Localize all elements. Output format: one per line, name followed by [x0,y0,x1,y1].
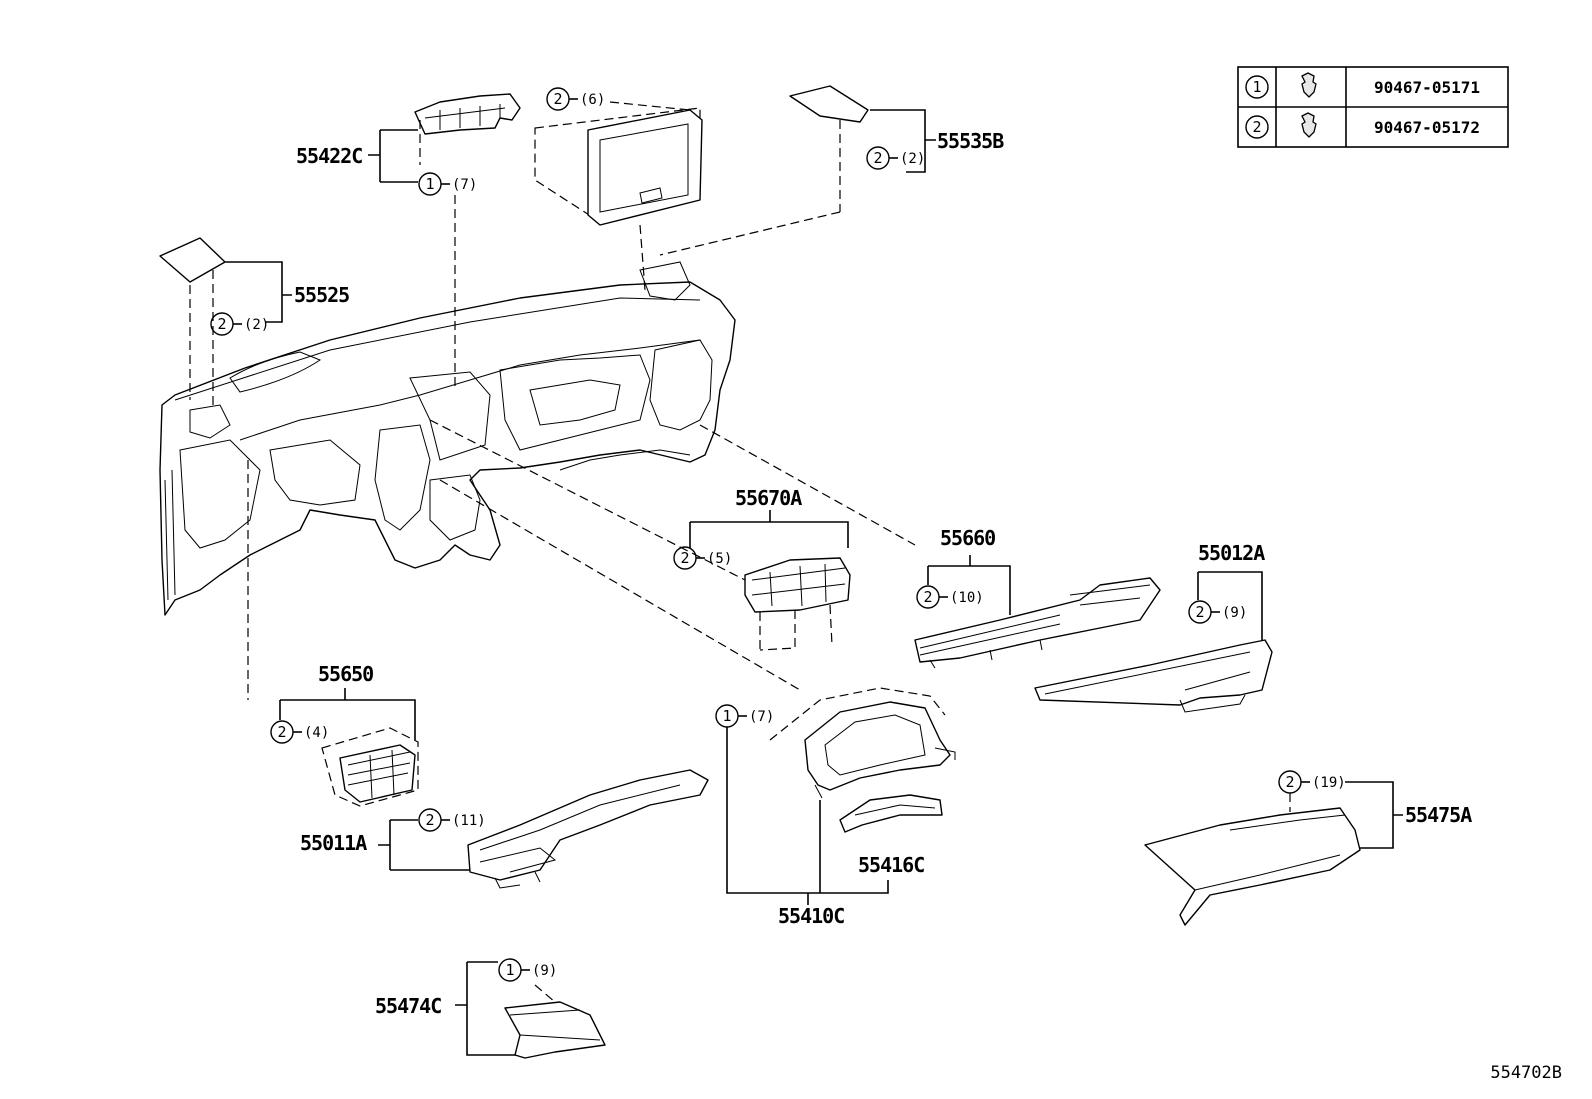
callout-key-55410C: 1 [722,707,731,725]
callout-qty-55475A: (19) [1312,775,1346,791]
clip-fastener-icon [1301,72,1317,98]
callout-qty-55670A: (5) [707,551,732,567]
callout-key-55525: 2 [217,315,226,333]
table-part-number-2: 90467-05172 [1374,118,1480,137]
part-55012A: 55012A 2 (9) [1034,541,1273,713]
part-label-55474C: 55474C [375,994,441,1018]
callout-qty-55410C: (7) [749,709,774,725]
table-key-1: 1 [1252,78,1261,96]
part-label-55410C: 55410C [778,904,844,928]
callout-key-55670A: 2 [680,549,689,567]
part-55670A: 55670A 2 (5) [429,419,851,651]
part-label-55525: 55525 [294,283,349,307]
part-label-55660: 55660 [940,526,995,550]
part-label-55012A: 55012A [1198,541,1265,565]
callout-qty-55650: (4) [304,725,329,741]
part-55660: 55660 2 (10) [699,424,1161,669]
callout-key-55011A: 2 [425,811,434,829]
part-55650: 55650 2 (4) [247,460,419,807]
part-55416C: 55416C [839,794,943,877]
part-label-55535B: 55535B [937,129,1004,153]
callout-qty-55535B: (2) [900,151,925,167]
table-row: 1 90467-05171 [1245,72,1480,99]
part-55525: 55525 2 (2) [159,237,350,405]
part-label-55650: 55650 [318,662,373,686]
callout-qty-55660: (10) [950,590,984,606]
fastener-table: 1 90467-05171 2 90467-05172 [1237,66,1509,148]
part-55410C: 1 (7) 55410C [715,687,956,928]
part-label-55670A: 55670A [735,486,802,510]
callout-key-55012A: 2 [1195,603,1204,621]
part-label-55011A: 55011A [300,831,367,855]
part-55475A: 2 (19) 55475A [1144,770,1473,926]
callout-key-55475A: 2 [1285,773,1294,791]
callout-key-display: 2 [553,90,562,108]
callout-key-55474C: 1 [505,961,514,979]
table-row: 2 90467-05172 [1245,112,1480,139]
part-55535B: 55535B 2 (2) [659,85,1005,256]
part-55422C: 55422C 1 (7) [296,93,521,390]
table-key-2: 2 [1252,118,1261,136]
callout-key-55535B: 2 [873,149,882,167]
part-55011A: 55011A 2 (11) [300,479,801,889]
diagram-reference-number: 554702B [1490,1063,1562,1083]
part-label-55416C: 55416C [858,853,924,877]
callout-key-55650: 2 [277,723,286,741]
callout-qty-55474C: (9) [532,963,557,979]
callout-qty-display: (6) [580,92,605,108]
callout-qty-55422C: (7) [452,177,477,193]
clip-fastener-icon [1301,112,1317,138]
part-55474C: 1 (9) 55474C [375,958,606,1059]
part-label-55422C: 55422C [296,144,362,168]
callout-key-55422C: 1 [425,175,434,193]
callout-qty-55011A: (11) [452,813,486,829]
table-part-number-1: 90467-05171 [1374,78,1480,97]
part-label-55475A: 55475A [1405,803,1472,827]
callout-qty-55012A: (9) [1222,605,1247,621]
callout-qty-55525: (2) [244,317,269,333]
callout-key-55660: 2 [923,588,932,606]
part-display-unit: 2 (6) [534,87,703,291]
instrument-panel-frame [159,261,736,616]
